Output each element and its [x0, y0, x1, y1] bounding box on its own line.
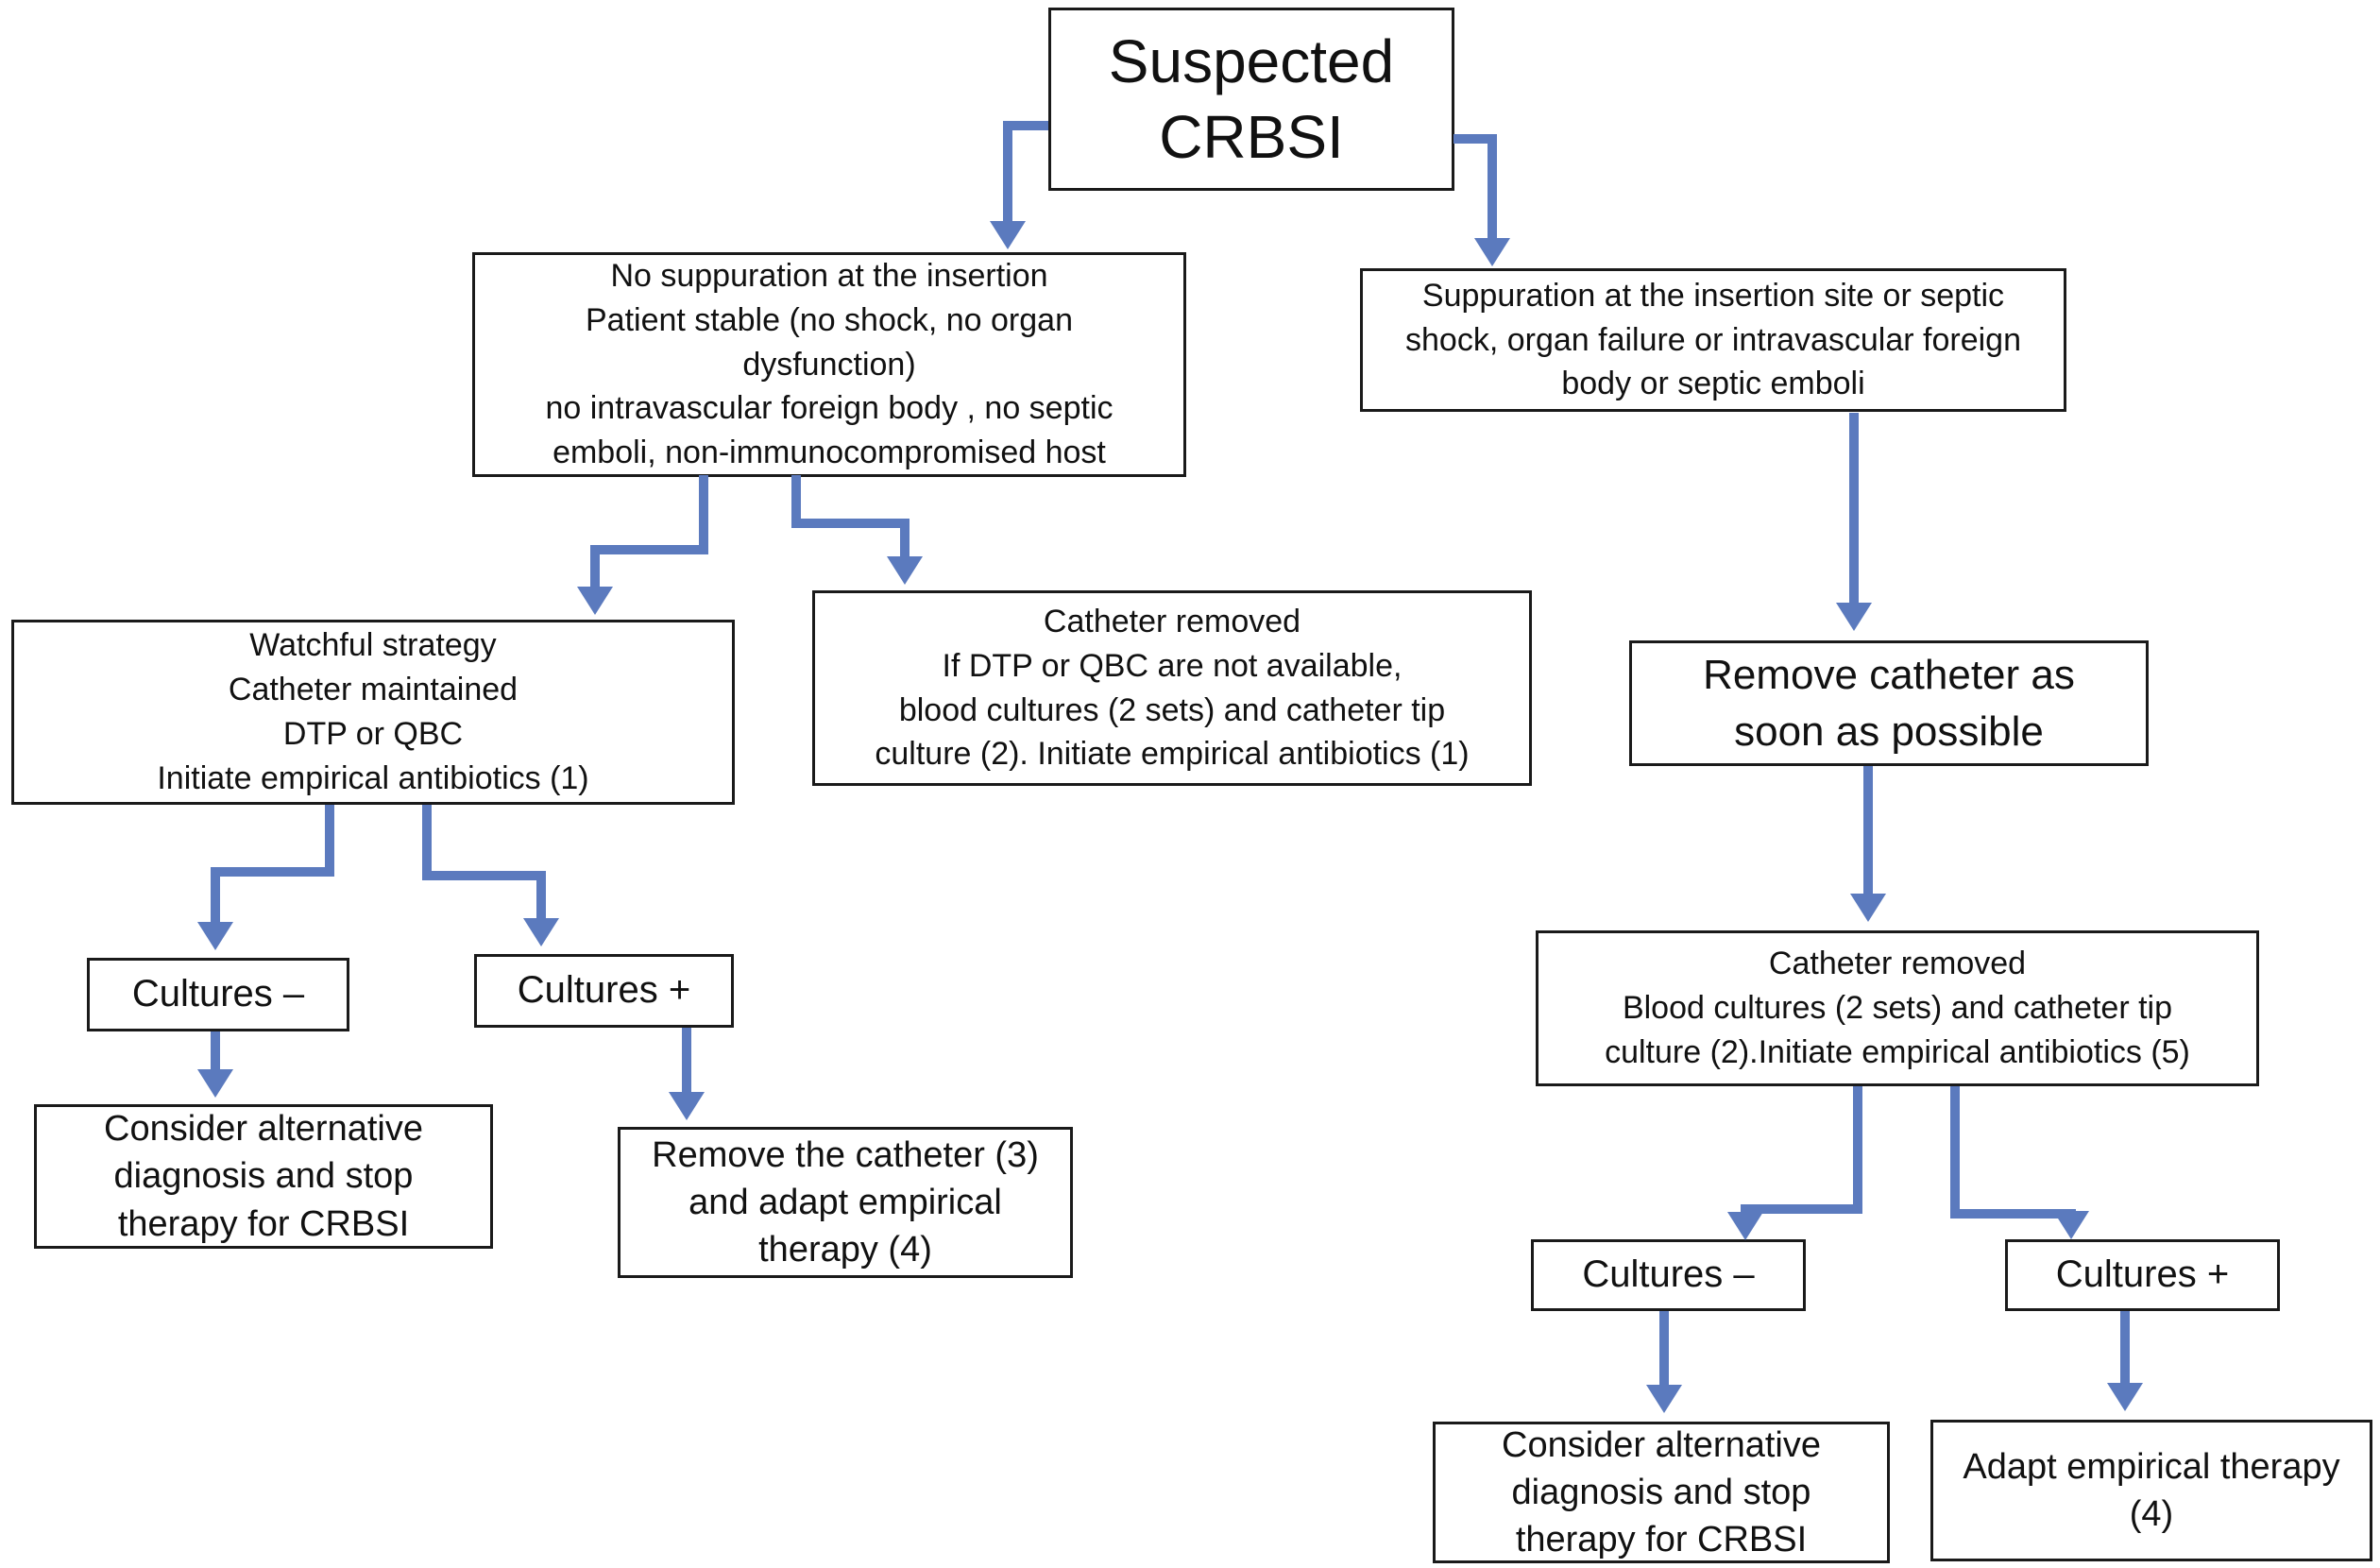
node-text: Suspected CRBSI: [1108, 27, 1395, 171]
arrowhead-down-icon: [1646, 1385, 1682, 1413]
node-text: Cultures +: [2055, 1253, 2230, 1296]
node-text: Adapt empirical therapy (4): [1963, 1446, 2340, 1534]
connector-segment: [1003, 121, 1012, 223]
connector-segment: [1003, 121, 1048, 130]
node-remove-catheter-adapt-therapy: Remove the catheter (3) and adapt empiri…: [618, 1127, 1073, 1278]
node-text: Cultures +: [517, 969, 691, 1012]
arrowhead-down-icon: [197, 1069, 233, 1098]
arrowhead-down-icon: [2107, 1383, 2143, 1411]
arrowhead-down-icon: [1836, 603, 1872, 631]
arrowhead-down-icon: [887, 556, 923, 585]
connector-segment: [1853, 1086, 1862, 1214]
connector-segment: [1741, 1204, 1862, 1214]
arrowhead-down-icon: [523, 918, 559, 946]
connector-segment: [590, 545, 708, 554]
node-catheter-removed-no-dtp: Catheter removed If DTP or QBC are not a…: [812, 590, 1532, 786]
connector-segment: [1863, 766, 1873, 895]
node-consider-alternative-right: Consider alternative diagnosis and stop …: [1433, 1422, 1890, 1563]
connector-segment: [791, 519, 910, 528]
node-cultures-negative-right: Cultures –: [1531, 1239, 1806, 1311]
node-suppuration-or-septic-shock: Suppuration at the insertion site or sep…: [1360, 268, 2066, 412]
node-cultures-negative-left: Cultures –: [87, 958, 349, 1031]
arrowhead-down-icon: [1850, 894, 1886, 922]
connector-segment: [422, 871, 546, 880]
connector-segment: [1454, 134, 1497, 144]
arrowhead-down-icon: [197, 922, 233, 950]
connector-segment: [1488, 134, 1497, 240]
connector-segment: [211, 867, 220, 924]
node-watchful-strategy: Watchful strategy Catheter maintained DT…: [11, 620, 735, 805]
arrowhead-down-icon: [577, 587, 613, 615]
arrowhead-down-icon: [2053, 1211, 2089, 1239]
connector-segment: [791, 475, 801, 528]
connector-segment: [699, 475, 708, 554]
connector-segment: [2120, 1311, 2130, 1385]
connector-segment: [211, 1031, 220, 1071]
node-catheter-removed-blood-cultures: Catheter removed Blood cultures (2 sets)…: [1536, 930, 2259, 1086]
connector-segment: [536, 871, 546, 920]
connector-segment: [211, 867, 334, 877]
arrowhead-down-icon: [669, 1092, 705, 1120]
node-text: Remove the catheter (3) and adapt empiri…: [652, 1134, 1039, 1270]
node-text: Remove catheter as soon as possible: [1703, 652, 2075, 755]
node-text: Catheter removed Blood cultures (2 sets)…: [1605, 946, 2190, 1070]
connector-segment: [590, 545, 600, 588]
node-text: No suppuration at the insertion Patient …: [545, 257, 1114, 471]
connector-segment: [1849, 413, 1859, 605]
node-text: Cultures –: [1582, 1253, 1755, 1296]
node-consider-alternative-left: Consider alternative diagnosis and stop …: [34, 1104, 493, 1249]
connector-segment: [682, 1028, 691, 1094]
node-text: Suppuration at the insertion site or sep…: [1405, 277, 2021, 402]
node-text: Cultures –: [131, 973, 305, 1015]
node-remove-catheter-asap: Remove catheter as soon as possible: [1629, 640, 2149, 766]
node-text: Catheter removed If DTP or QBC are not a…: [875, 603, 1470, 773]
connector-segment: [325, 805, 334, 877]
connector-segment: [1950, 1209, 2076, 1219]
connector-segment: [422, 805, 432, 880]
node-text: Watchful strategy Catheter maintained DT…: [157, 627, 589, 796]
arrowhead-down-icon: [1727, 1212, 1763, 1240]
node-cultures-positive-right: Cultures +: [2005, 1239, 2280, 1311]
node-no-suppuration-stable: No suppuration at the insertion Patient …: [472, 252, 1186, 477]
node-adapt-empirical-therapy: Adapt empirical therapy (4): [1930, 1420, 2372, 1561]
node-text: Consider alternative diagnosis and stop …: [1502, 1424, 1821, 1560]
connector-segment: [1741, 1204, 1750, 1216]
node-cultures-positive-left: Cultures +: [474, 954, 734, 1028]
connector-segment: [900, 519, 910, 558]
node-suspected-crbsi: Suspected CRBSI: [1048, 8, 1454, 191]
arrowhead-down-icon: [990, 221, 1026, 249]
connector-segment: [1659, 1311, 1669, 1387]
connector-segment: [1950, 1086, 1960, 1219]
node-text: Consider alternative diagnosis and stop …: [104, 1109, 423, 1244]
arrowhead-down-icon: [1474, 238, 1510, 266]
